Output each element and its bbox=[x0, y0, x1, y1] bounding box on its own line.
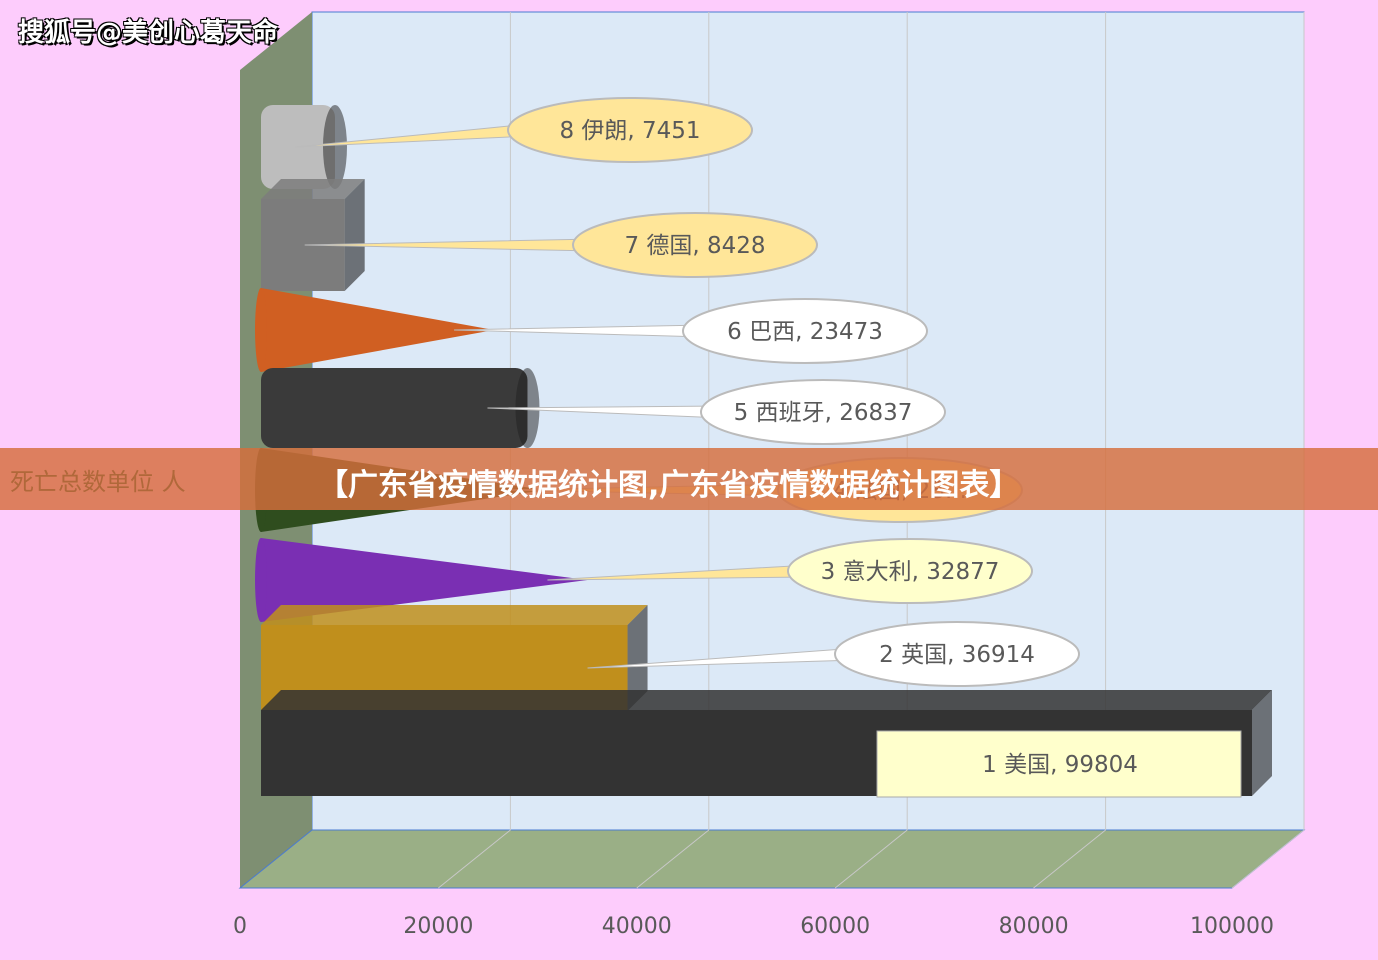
data-label: 2 英国, 36914 bbox=[879, 642, 1035, 668]
x-tick-label: 20000 bbox=[403, 914, 473, 939]
banner: 死亡总数单位 人 【广东省疫情数据统计图,广东省疫情数据统计图表】 bbox=[0, 448, 1378, 510]
floor-gridline bbox=[1033, 829, 1106, 889]
bar-end bbox=[627, 605, 648, 711]
y-axis-label: 死亡总数单位 人 bbox=[10, 468, 186, 496]
data-label-box bbox=[876, 730, 1242, 798]
x-tick-label: 60000 bbox=[800, 914, 870, 939]
data-label: 3 意大利, 32877 bbox=[821, 559, 1000, 585]
watermark: 搜狐号@美创心葛天命 bbox=[18, 18, 279, 48]
bar-end bbox=[1252, 690, 1272, 796]
bar-base bbox=[255, 538, 267, 622]
x-tick-label: 80000 bbox=[999, 914, 1069, 939]
data-label-bubble bbox=[572, 212, 818, 278]
data-label-bubble bbox=[507, 97, 753, 163]
data-label: 1 美国, 99804 bbox=[982, 752, 1138, 778]
floor-gridline bbox=[636, 829, 710, 889]
floor-gridline bbox=[1231, 829, 1305, 889]
banner-title: 【广东省疫情数据统计图,广东省疫情数据统计图表】 bbox=[318, 468, 1020, 503]
x-tick-label: 0 bbox=[233, 914, 247, 939]
bar-top bbox=[261, 605, 648, 625]
data-label-bubble bbox=[700, 379, 946, 445]
floor bbox=[238, 829, 1306, 889]
bar bbox=[261, 368, 528, 448]
floor-gridline bbox=[834, 829, 908, 889]
x-tick-label: 40000 bbox=[602, 914, 672, 939]
data-label: 5 西班牙, 26837 bbox=[734, 400, 913, 426]
data-label: 6 巴西, 23473 bbox=[727, 319, 883, 345]
bar-top bbox=[261, 690, 1272, 710]
x-tick-label: 100000 bbox=[1190, 914, 1274, 939]
bar-top bbox=[261, 179, 365, 199]
bar-end bbox=[322, 105, 347, 189]
bar-end bbox=[344, 179, 365, 291]
bar-base bbox=[255, 288, 267, 372]
data-label-bubble bbox=[682, 298, 928, 364]
data-label: 8 伊朗, 7451 bbox=[559, 118, 700, 144]
bar bbox=[261, 288, 495, 372]
bar bbox=[261, 538, 588, 622]
data-label-bubble bbox=[787, 538, 1033, 604]
floor-gridline bbox=[438, 829, 511, 889]
data-label: 7 德国, 8428 bbox=[624, 233, 765, 259]
data-label-bubble bbox=[834, 621, 1080, 687]
